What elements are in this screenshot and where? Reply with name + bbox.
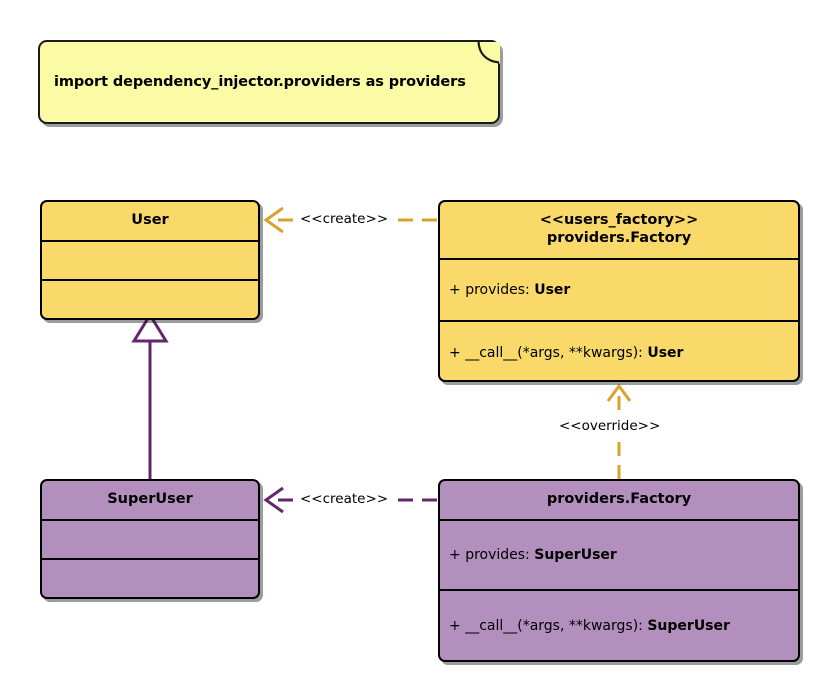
attribute-type: User [534, 282, 571, 298]
class-title-user: User [42, 202, 258, 242]
attribute-label: provides: [465, 282, 530, 298]
note-fold-icon [477, 41, 500, 64]
note-import: import dependency_injector.providers as … [38, 40, 500, 124]
class-method-row: + __call__(*args, **kwargs): User [440, 322, 798, 380]
class-box-users-factory[interactable]: <<users_factory>> providers.Factory + pr… [438, 200, 800, 382]
method-visibility: + [449, 617, 461, 634]
class-attribute-row: + provides: User [440, 260, 798, 322]
class-title-superusers-factory: providers.Factory [440, 481, 798, 521]
class-name-users-factory: providers.Factory [546, 230, 692, 246]
method-visibility: + [449, 345, 461, 361]
method-label: __call__(*args, **kwargs): [465, 617, 643, 634]
class-name-superusers-factory: providers.Factory [546, 491, 692, 508]
class-attributes-superuser [42, 521, 258, 560]
method-type: SuperUser [647, 617, 730, 634]
class-method-row: + __call__(*args, **kwargs): SuperUser [440, 591, 798, 660]
method-type: User [647, 345, 684, 361]
class-title-superuser: SuperUser [42, 481, 258, 521]
method-label: __call__(*args, **kwargs): [465, 345, 643, 361]
attribute-visibility: + [449, 282, 461, 298]
class-box-user[interactable]: User [40, 200, 260, 320]
attribute-visibility: + [449, 547, 461, 563]
class-attribute-row: + provides: SuperUser [440, 521, 798, 591]
edge-label-create-superuser: <<create>> [297, 491, 392, 507]
class-name-superuser: SuperUser [107, 491, 193, 508]
note-text: import dependency_injector.providers as … [54, 74, 466, 90]
edge-label-override: <<override>> [556, 418, 664, 434]
attribute-type: SuperUser [534, 547, 617, 563]
class-name-user: User [131, 212, 169, 229]
class-methods-superuser [42, 560, 258, 597]
attribute-label: provides: [465, 547, 530, 563]
edge-label-create-user: <<create>> [297, 211, 392, 227]
class-attributes-user [42, 242, 258, 281]
class-methods-user [42, 281, 258, 318]
class-box-superuser[interactable]: SuperUser [40, 479, 260, 599]
edge-inheritance [131, 312, 169, 479]
class-box-superusers-factory[interactable]: providers.Factory + provides: SuperUser … [438, 479, 800, 662]
class-stereotype-users-factory: <<users_factory>> [539, 212, 699, 229]
class-title-users-factory: <<users_factory>> providers.Factory [440, 202, 798, 260]
